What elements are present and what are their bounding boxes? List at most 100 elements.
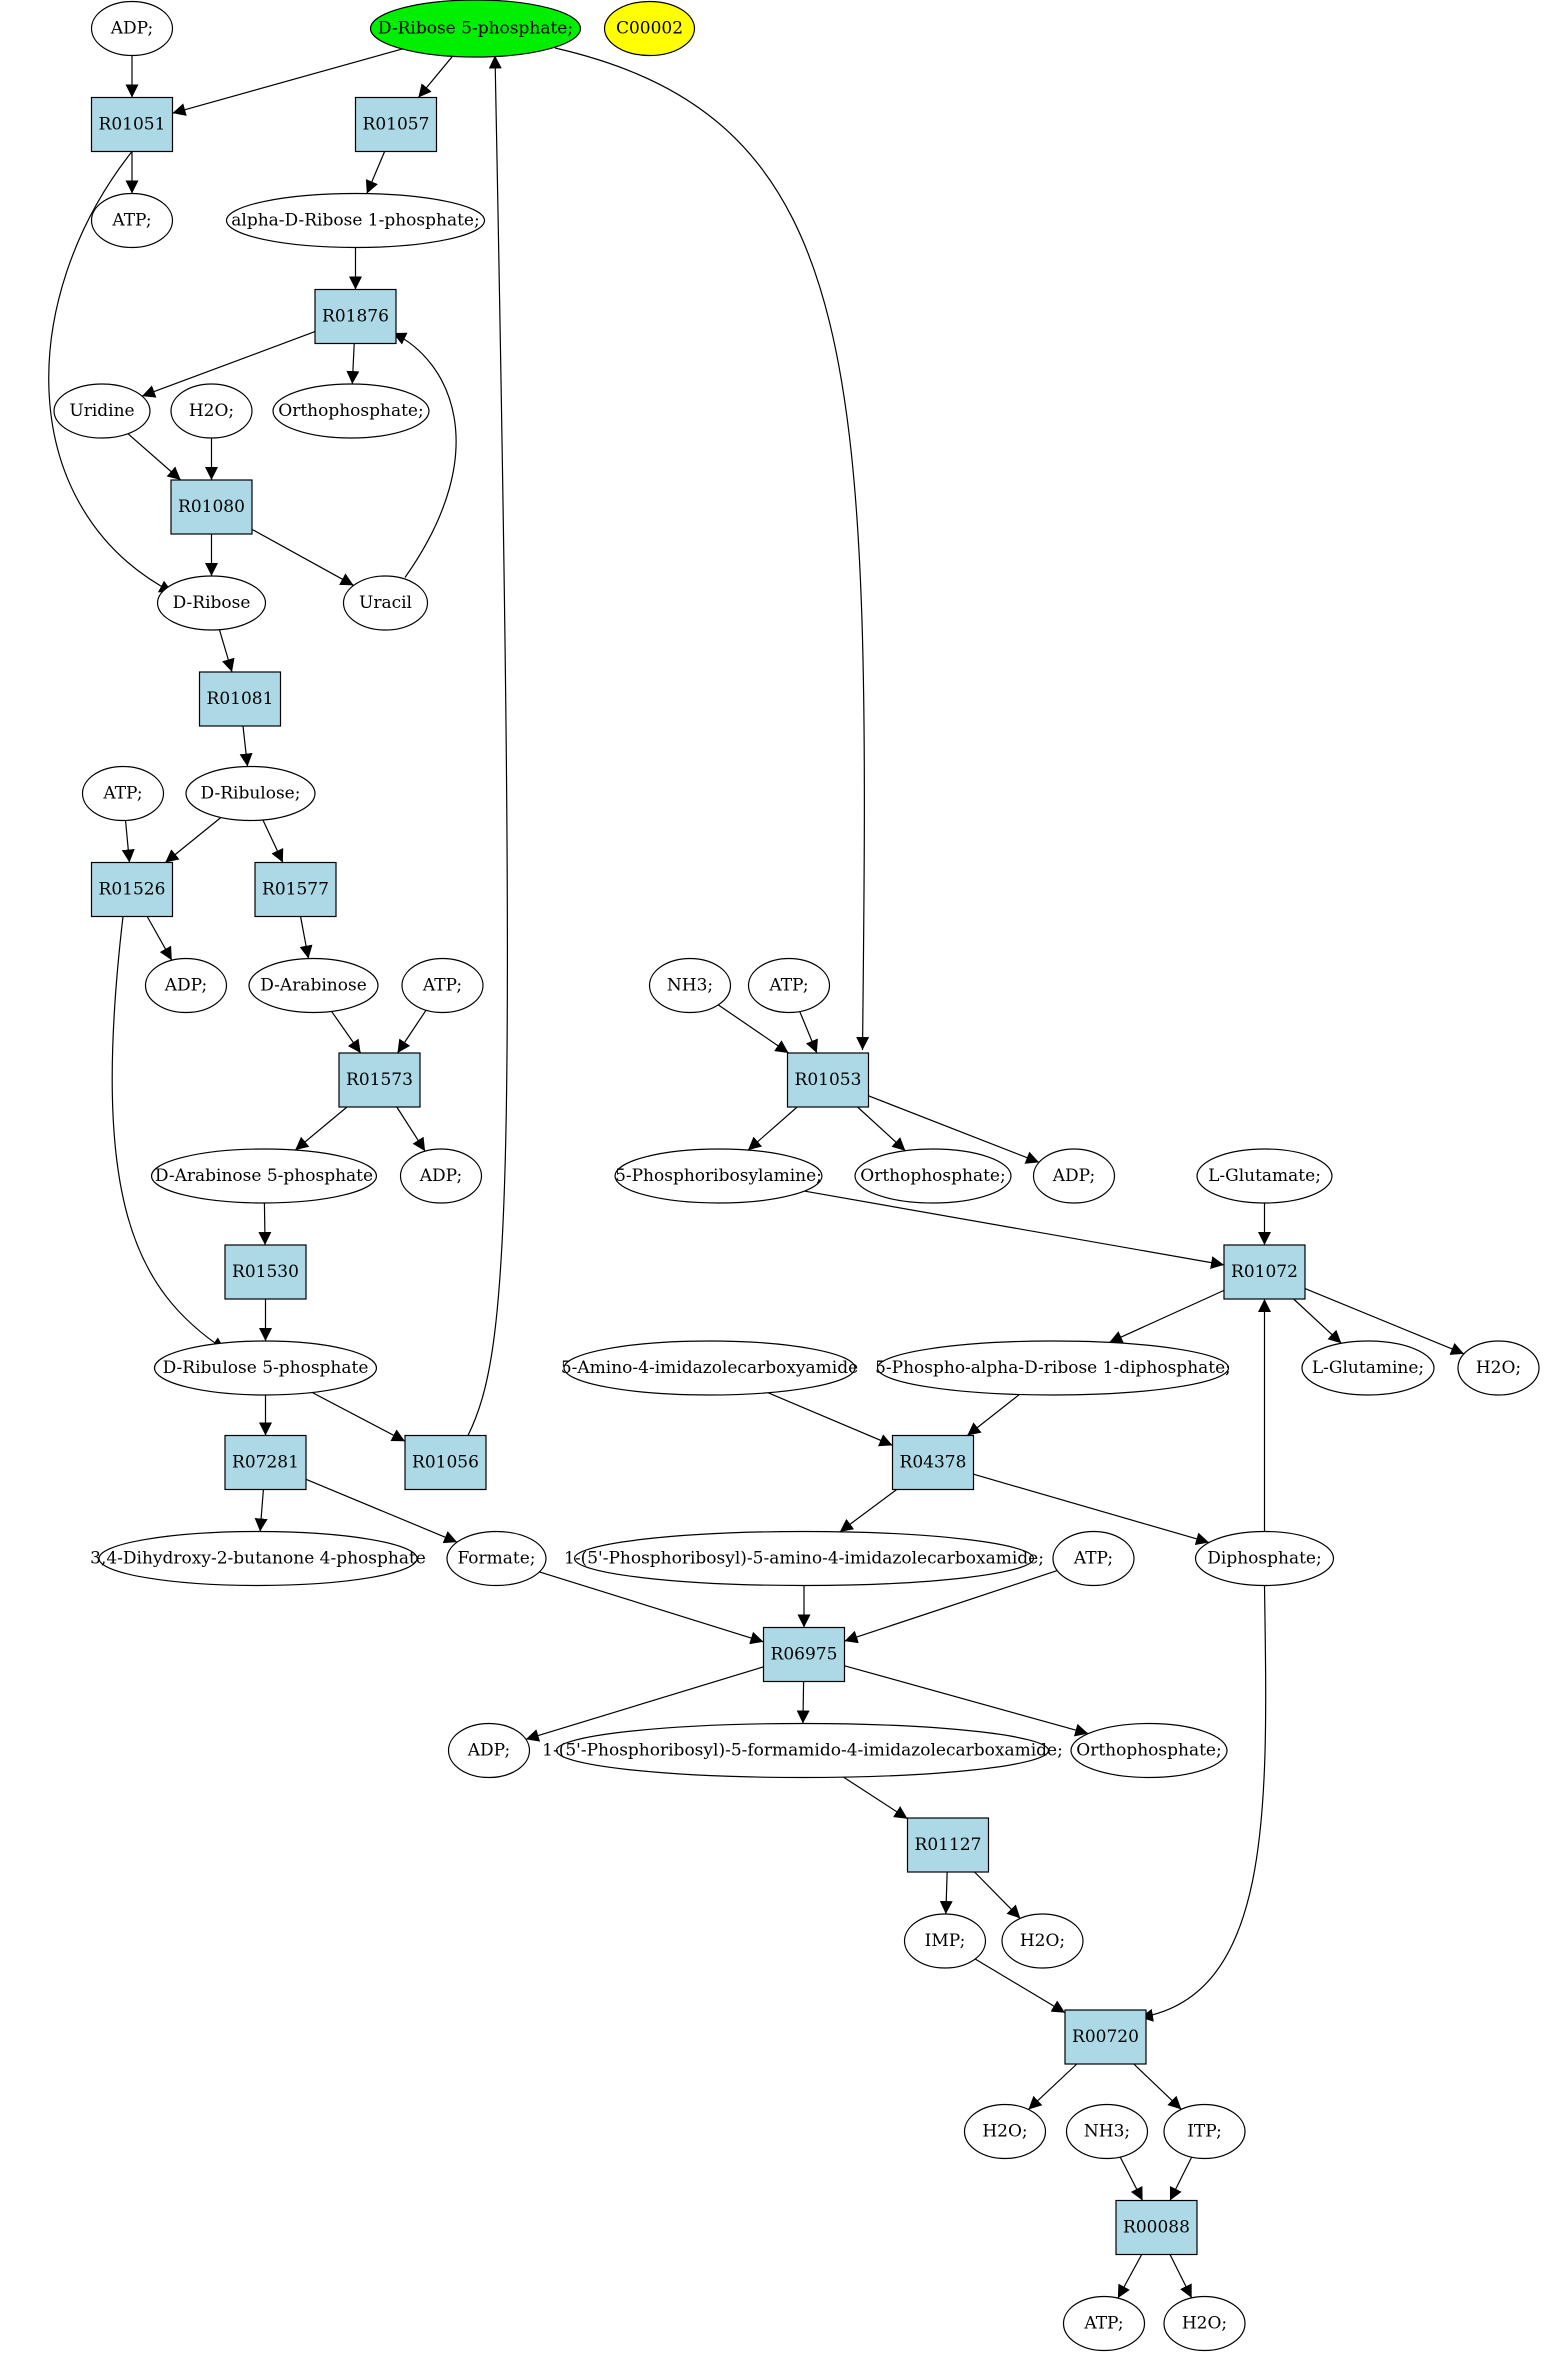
reaction-node-R01056[interactable]: R01056 (404, 1434, 487, 1491)
compound-node-ITP[interactable]: ITP; (1163, 2103, 1246, 2160)
node-label: NH3; (667, 976, 713, 996)
compound-node-PRA[interactable]: 5-Phosphoribosylamine; (614, 1148, 823, 1204)
compound-node-DR5P[interactable]: D-Ribose 5-phosphate; (369, 0, 582, 58)
compound-node-ATP_3[interactable]: ATP; (401, 957, 484, 1014)
compound-node-DRu5P[interactable]: D-Ribulose 5-phosphate (153, 1340, 378, 1396)
node-label: NH3; (1084, 2122, 1130, 2142)
compound-node-LGln[interactable]: L-Glutamine; (1301, 1340, 1435, 1396)
reaction-node-R01876[interactable]: R01876 (314, 288, 397, 345)
compound-node-H2O_4[interactable]: H2O; (963, 2103, 1047, 2160)
edge-R00088-to-H2O_5 (1169, 2254, 1193, 2299)
reaction-node-R01051[interactable]: R01051 (90, 96, 174, 153)
node-label: Formate; (457, 1549, 535, 1569)
compound-ellipse (648, 957, 732, 1014)
reaction-node-R01080[interactable]: R01080 (170, 479, 253, 535)
compound-node-PRPP[interactable]: 5-Phospho-alpha-D-ribose 1-diphosphate; (875, 1340, 1231, 1396)
edge-R01573-to-DArab5P (294, 1106, 348, 1151)
reaction-node-R01053[interactable]: R01053 (786, 1052, 870, 1108)
reaction-box (90, 96, 174, 153)
compound-ellipse (747, 957, 831, 1014)
compound-node-ATP_5[interactable]: ATP; (1052, 1530, 1135, 1587)
reaction-node-R01526[interactable]: R01526 (90, 861, 174, 918)
compound-node-DArab[interactable]: D-Arabinose (248, 957, 379, 1014)
compound-node-Ortho_1[interactable]: Orthophosphate; (272, 383, 430, 439)
compound-node-ADP_2[interactable]: ADP; (144, 957, 228, 1014)
compound-node-H2O_1[interactable]: H2O; (170, 383, 253, 439)
compound-node-AICA[interactable]: 5-Amino-4-imidazolecarboxyamide (561, 1340, 858, 1396)
compound-node-C00002[interactable]: C00002 (603, 0, 696, 57)
compound-node-Ortho_2[interactable]: Orthophosphate; (854, 1148, 1012, 1204)
node-label: ATP; (111, 211, 151, 231)
node-label: D-Ribulose 5-phosphate (163, 1358, 369, 1378)
compound-node-DHB4P[interactable]: 3,4-Dihydroxy-2-butanone 4-phosphate (90, 1530, 426, 1587)
compound-node-H2O_3[interactable]: H2O; (1001, 1913, 1084, 1969)
compound-node-H2O_5[interactable]: H2O; (1163, 2295, 1246, 2352)
compound-ellipse (248, 957, 379, 1014)
edge-R01876-to-Uridine (141, 331, 316, 398)
node-label: ATP; (1083, 2314, 1123, 2334)
edge-DR5P-to-R01057 (417, 55, 453, 98)
reaction-node-R01573[interactable]: R01573 (338, 1052, 421, 1108)
compound-node-AICAR[interactable]: 1-(5'-Phosphoribosyl)-5-amino-4-imidazol… (564, 1530, 1044, 1587)
compound-node-FAICAR[interactable]: 1-(5'-Phosphoribosyl)-5-formamido-4-imid… (542, 1722, 1063, 1779)
reaction-node-R00088[interactable]: R00088 (1115, 2199, 1198, 2256)
compound-node-ADP_1[interactable]: ADP; (90, 0, 174, 57)
compound-node-DRibulose[interactable]: D-Ribulose; (185, 765, 316, 822)
compound-node-H2O_2[interactable]: H2O; (1457, 1340, 1540, 1396)
compound-node-aDR1P[interactable]: alpha-D-Ribose 1-phosphate; (225, 192, 486, 249)
compound-node-Uracil[interactable]: Uracil (342, 575, 429, 631)
edge-DR5P-to-R01053 (554, 47, 870, 1051)
compound-ellipse (963, 2103, 1047, 2160)
compound-node-NH3_2[interactable]: NH3; (1065, 2103, 1149, 2160)
reaction-box (404, 1434, 487, 1491)
compound-node-Diphos[interactable]: Diphosphate; (1194, 1530, 1335, 1587)
compound-node-ATP_6[interactable]: ATP; (1062, 2295, 1146, 2352)
compound-node-ATP_4[interactable]: ATP; (747, 957, 831, 1014)
reaction-node-R01577[interactable]: R01577 (254, 861, 337, 918)
compound-node-ADP_5[interactable]: ADP; (447, 1722, 531, 1779)
reaction-node-R06975[interactable]: R06975 (762, 1626, 846, 1683)
compound-ellipse (1163, 2103, 1246, 2160)
node-label: H2O; (189, 401, 234, 421)
compound-node-Ortho_3[interactable]: Orthophosphate; (1070, 1722, 1228, 1779)
edge-layer (48, 47, 1465, 2299)
compound-ellipse (446, 1530, 547, 1587)
compound-node-ATP_2[interactable]: ATP; (81, 765, 165, 822)
compound-ellipse (1062, 2295, 1146, 2352)
compound-node-NH3_1[interactable]: NH3; (648, 957, 732, 1014)
reaction-node-R01081[interactable]: R01081 (198, 671, 282, 727)
compound-ellipse (1196, 1148, 1333, 1204)
reaction-node-R01127[interactable]: R01127 (906, 1817, 990, 1873)
reaction-node-R04378[interactable]: R04378 (891, 1434, 975, 1491)
compound-node-ATP_1[interactable]: ATP; (90, 192, 174, 249)
node-label: H2O; (1182, 2314, 1227, 2334)
edge-ITP-to-R00088 (1169, 2156, 1193, 2201)
compound-node-DRibose[interactable]: D-Ribose (156, 575, 267, 631)
compound-node-Uridine[interactable]: Uridine (53, 383, 151, 439)
node-label: Uridine (69, 401, 134, 421)
compound-node-DArab5P[interactable]: D-Arabinose 5-phosphate (150, 1148, 378, 1204)
compound-node-ADP_3[interactable]: ADP; (399, 1148, 483, 1204)
edge-R01057-to-aDR1P (365, 151, 386, 194)
compound-ellipse (225, 192, 486, 249)
node-label: R01057 (363, 115, 430, 135)
edge-NH3_2-to-R00088 (1119, 2156, 1144, 2201)
edge-R01526-to-DRu5P (111, 916, 226, 1351)
reaction-node-R00720[interactable]: R00720 (1064, 2009, 1147, 2065)
compound-node-IMP[interactable]: IMP; (903, 1913, 987, 1969)
reaction-node-R01057[interactable]: R01057 (354, 96, 438, 153)
compound-ellipse (854, 1148, 1012, 1204)
edge-DR5P-to-R01051 (172, 48, 403, 116)
reaction-node-R07281[interactable]: R07281 (224, 1434, 307, 1491)
reaction-node-R01072[interactable]: R01072 (1223, 1244, 1306, 1300)
node-label: Diphosphate; (1207, 1549, 1321, 1569)
edge-R00088-to-ATP_6 (1117, 2254, 1143, 2299)
reaction-node-R01530[interactable]: R01530 (224, 1244, 307, 1300)
compound-ellipse (1065, 2103, 1149, 2160)
compound-node-Formate[interactable]: Formate; (446, 1530, 547, 1587)
compound-node-LGlu[interactable]: L-Glutamate; (1196, 1148, 1333, 1204)
node-label: IMP; (925, 1931, 966, 1951)
compound-ellipse (1301, 1340, 1435, 1396)
compound-node-ADP_4[interactable]: ADP; (1032, 1148, 1116, 1204)
